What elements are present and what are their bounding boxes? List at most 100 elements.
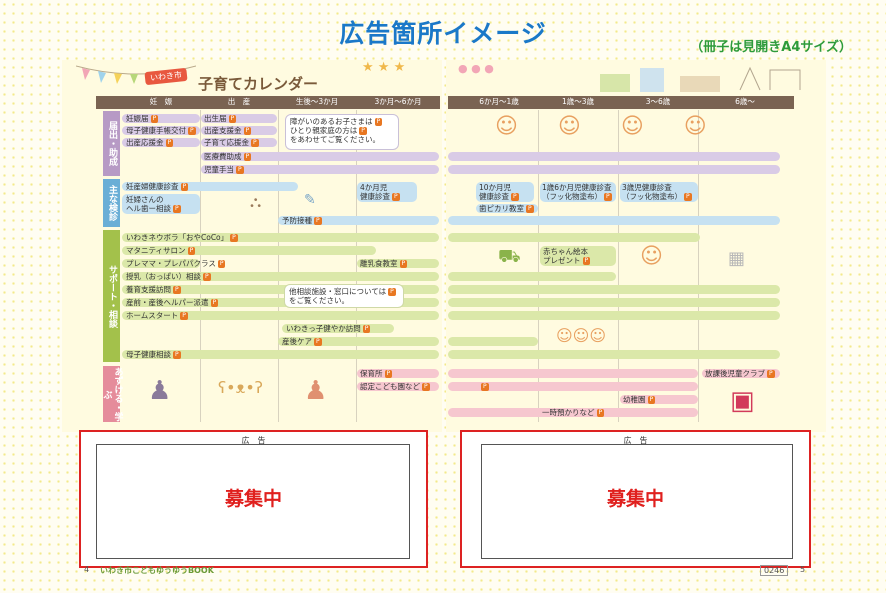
box-3y-checkup: 3歳児健康診査 （フッ化物塗布）P: [620, 182, 698, 202]
bar-dental-class: [476, 204, 538, 213]
bar-home-visit: [122, 285, 439, 294]
bar-parent-class: [122, 259, 200, 268]
town-silhouette: [600, 62, 820, 92]
p-mark-certified-right: P: [481, 383, 489, 391]
col-3-6m: 3か月～6か月: [374, 97, 422, 106]
toys-illustration: ʕ•ᴥ•ʔ: [218, 378, 263, 397]
ad-recruit-text: 募集中: [224, 488, 282, 510]
father-illustration: ♟: [304, 376, 328, 406]
bar-nursery-right: [448, 369, 698, 378]
bar-visit: [282, 324, 394, 333]
col-pregnancy: 妊 娠: [149, 97, 173, 106]
ad-label: 広 告: [623, 436, 648, 445]
category-support: サポート・相談: [103, 230, 120, 362]
calendar-heading: 子育てカレンダー: [198, 75, 319, 93]
star-decoration: ★ ★ ★: [362, 60, 406, 75]
bar-vaccination: [278, 216, 439, 225]
bar-after-school: [702, 369, 780, 378]
bar-childcare-support: [201, 138, 277, 147]
grid-line: [356, 110, 357, 422]
bar-medical-aid: [201, 152, 439, 161]
bar-helper: [122, 298, 439, 307]
school-bag-illustration: ▣: [730, 386, 755, 416]
bar-child-allowance-right: [448, 165, 780, 174]
col-6y-plus: 6歳～: [735, 97, 755, 106]
category-childcare: あずける・学ぶ: [101, 366, 123, 422]
bar-vaccination-right: [448, 216, 780, 225]
bar-prenatal-checkup: [122, 182, 298, 191]
child-illustrations-row1: ☺☺☺☺: [495, 114, 747, 139]
bar-neuvo: [122, 233, 439, 242]
grid-line: [618, 110, 619, 422]
bar-temporary-care: [448, 408, 698, 417]
bar-certified: [357, 382, 439, 391]
building-illustration: ▦: [728, 248, 746, 269]
right-header-band: [448, 96, 794, 109]
right-badge: 0246: [760, 565, 789, 576]
bar-nursery: [357, 369, 439, 378]
bar-neuvo-right: [448, 233, 700, 242]
bar-child-allowance: [201, 165, 439, 174]
bar-homestart: [122, 311, 439, 320]
bar-breastfeeding: [122, 272, 439, 281]
ad-space-right[interactable]: 広 告 募集中: [460, 430, 811, 568]
box-18m-checkup: 1歳6か月児健康診査 （フッ化物塗布）P: [540, 182, 616, 202]
bar-kindergarten: [620, 395, 698, 404]
mobile-illustration: ⛬: [250, 192, 262, 211]
mother-illustration: ♟: [148, 376, 172, 406]
balloon-decoration: ● ● ●: [458, 62, 494, 75]
bar-postnatal-care-right: [448, 337, 538, 346]
reading-illustration: ☺: [640, 244, 663, 269]
bar-mother-child-consult-right: [448, 350, 780, 359]
grid-line: [698, 110, 699, 422]
page-title: 広告箇所イメージ: [339, 19, 547, 48]
syringe-illustration: ✎: [304, 192, 316, 208]
bar-home-visit-right: [448, 285, 780, 294]
grid-line: [278, 110, 279, 422]
ad-space-left[interactable]: 広 告 募集中: [79, 430, 428, 568]
bar-birth-support: [201, 126, 277, 135]
bar-certified-right: [448, 382, 698, 391]
left-book-title: いわき市こどもゆうゆうBOOK: [100, 566, 214, 575]
label-neuvo: いわきネウボラ「おやCoCo」P: [126, 233, 238, 242]
right-page-number: 5: [800, 565, 806, 574]
bar-birth-notice: [201, 114, 277, 123]
bar-weaning-class: [357, 259, 439, 268]
left-page-number: 4: [84, 565, 90, 574]
stroller-illustration: ⛟: [498, 246, 521, 267]
col-6m-1y: 6か月～1歳: [479, 97, 519, 106]
category-checkups: 主な検診: [103, 179, 120, 227]
col-birth: 出 産: [227, 97, 251, 106]
children-illustration: ☺☺☺: [556, 326, 607, 345]
ad-label: 広 告: [241, 436, 266, 445]
bar-support-money: [122, 138, 200, 147]
col-0-3m: 生後～3か月: [295, 97, 339, 106]
